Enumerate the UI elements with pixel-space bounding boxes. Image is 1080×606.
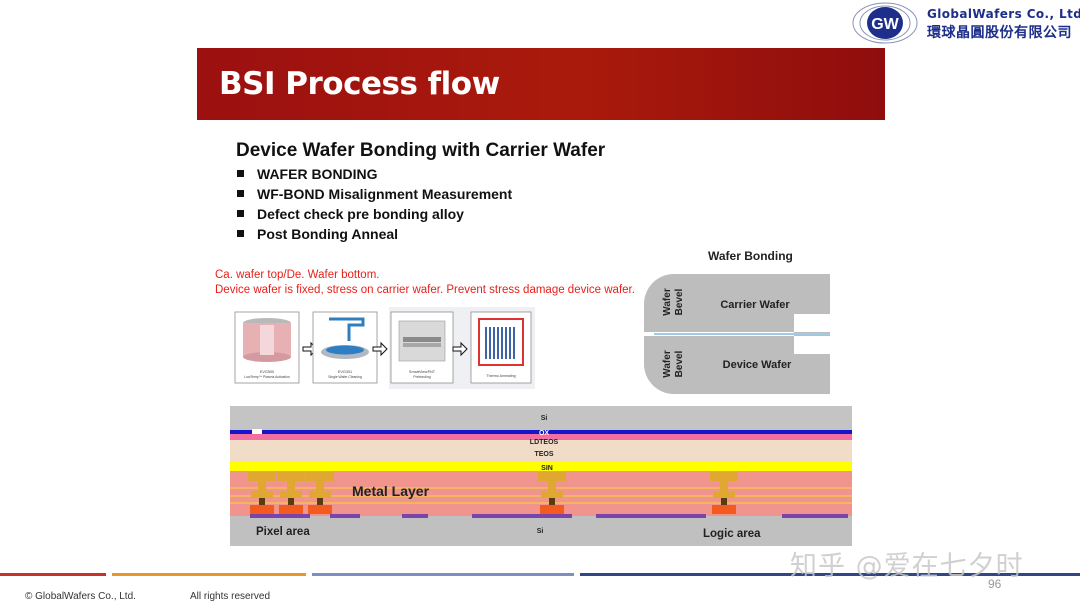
implant-regions	[250, 514, 848, 518]
teos-label: TEOS	[534, 451, 553, 458]
process-equipment-strip: EVG500 LowTemp™ Plasma Activation EVG301…	[234, 307, 535, 389]
si-bottom-layer	[230, 516, 852, 546]
bullet-item: Post Bonding Anneal	[237, 226, 398, 242]
slide-title: BSI Process flow	[219, 66, 500, 102]
carrier-bevel-label: Wafer	[662, 288, 673, 316]
footer-line-navy	[580, 573, 1080, 576]
process-step-label: Single Wafer Cleaning	[328, 375, 362, 379]
ox-label: OX	[539, 430, 549, 437]
note-wafer-orientation: Ca. wafer top/De. Wafer bottom.	[215, 269, 380, 281]
wafer-bonding-diagram: Wafer Bevel Carrier Wafer Wafer Bevel De…	[644, 274, 830, 394]
footer-line-orange	[112, 573, 306, 576]
ox-layer	[230, 430, 852, 434]
logo-badge-text: GW	[871, 16, 899, 33]
device-wafer-label: Device Wafer	[723, 359, 792, 371]
footer-line-red	[0, 573, 106, 576]
process-step-label: Thermo Annealing	[486, 374, 515, 378]
ldteos-label: LDTEOS	[530, 439, 559, 446]
bullet-item: WF-BOND Misalignment Measurement	[237, 186, 512, 202]
note-stress: Device wafer is fixed, stress on carrier…	[215, 284, 635, 296]
si-top-label: Si	[541, 415, 548, 422]
page-number: 96	[988, 577, 1002, 591]
arrow-right-icon	[452, 341, 468, 357]
globalwafers-logo: GW	[852, 2, 918, 44]
metal-contacts	[248, 472, 738, 514]
bullet-item: Defect check pre bonding alloy	[237, 206, 464, 222]
footer-rights: All rights reserved	[190, 591, 271, 602]
device-bevel-label: Wafer	[662, 350, 673, 378]
bullet-square-icon	[237, 210, 244, 217]
process-step-model: SmartView®NT	[409, 370, 436, 374]
bullet-square-icon	[237, 190, 244, 197]
carrier-wafer-label: Carrier Wafer	[720, 299, 790, 311]
section-heading: Device Wafer Bonding with Carrier Wafer	[236, 140, 606, 161]
process-step-model: EVG500	[260, 370, 274, 374]
footer-line-blue	[312, 573, 574, 576]
wafer-bonding-title: Wafer Bonding	[708, 249, 793, 263]
title-bar: BSI Process flow	[197, 48, 885, 120]
bullet-square-icon	[237, 170, 244, 177]
teos-layer	[230, 440, 852, 462]
pixel-area-label: Pixel area	[256, 526, 310, 538]
arrow-right-icon	[372, 341, 388, 357]
process-step-label: LowTemp™ Plasma Activation	[244, 375, 290, 379]
footer-copyright: © GlobalWafers Co., Ltd.	[25, 591, 136, 602]
process-step-model: EVG301	[338, 370, 352, 374]
ldteos-layer	[230, 434, 852, 440]
watermark: 知乎 @爱在七夕时	[790, 551, 1024, 582]
si-top-layer	[230, 406, 852, 430]
sin-layer	[230, 462, 852, 471]
device-wafer-shape	[644, 336, 830, 394]
company-name-cn: 環球晶圓股份有限公司	[927, 25, 1072, 41]
process-step-label: Prebonding	[413, 375, 430, 379]
device-bevel-label: Bevel	[674, 350, 685, 377]
bullet-item: WAFER BONDING	[237, 166, 378, 182]
company-name-en: GlobalWafers Co., Ltd.	[927, 7, 1080, 21]
bullet-square-icon	[237, 230, 244, 237]
carrier-bevel-label: Bevel	[674, 288, 685, 315]
carrier-wafer-shape	[644, 274, 830, 332]
si-bottom-label: Si	[537, 528, 544, 535]
sin-label: SIN	[541, 465, 553, 472]
bsi-cross-section: Si OX LDTEOS TEOS SIN Metal Layer Si Pix…	[230, 406, 852, 546]
logic-area-label: Logic area	[703, 528, 761, 540]
metal-layer-label: Metal Layer	[352, 483, 430, 499]
